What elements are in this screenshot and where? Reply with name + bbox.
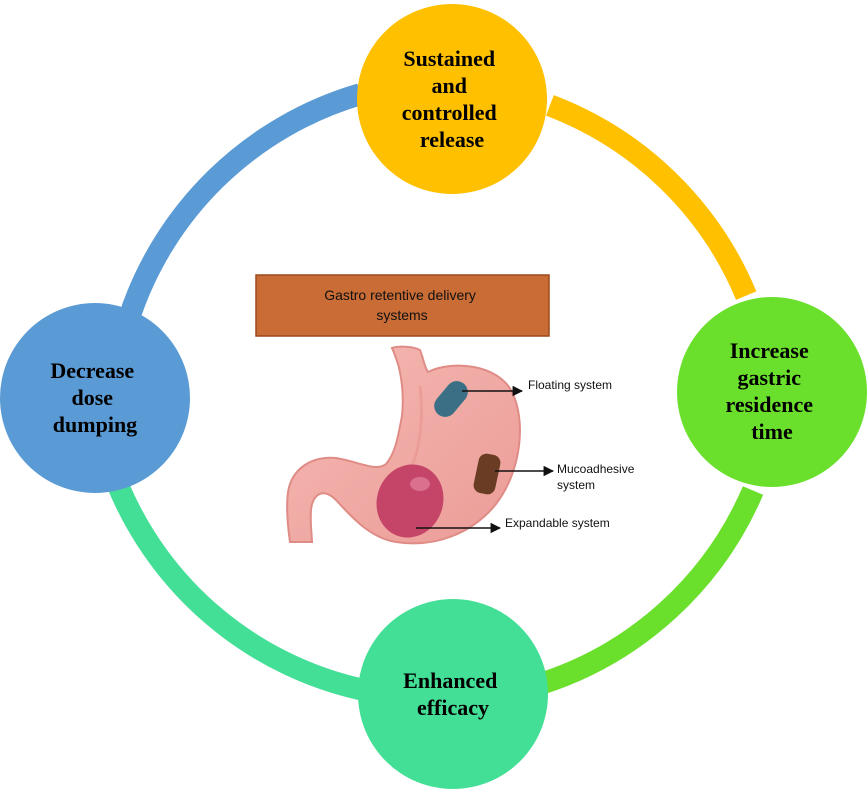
node-right-line: gastric <box>737 365 801 390</box>
svg-text:Enhanced efficacy: Enhanced efficacy <box>403 668 503 720</box>
node-bottom-line: Enhanced <box>403 668 497 693</box>
svg-text:Mucoadhesive system: Mucoadhesive system <box>557 462 638 492</box>
node-sustained-controlled-release: Sustained and controlled release <box>357 4 547 194</box>
node-right-circle <box>677 297 867 487</box>
callout-label: system <box>557 478 595 492</box>
floating-system-pill <box>434 381 468 417</box>
node-right-line: residence <box>725 392 813 417</box>
node-left-line: dose <box>71 385 113 410</box>
node-left-line: dumping <box>53 412 137 437</box>
callout-expandable-system: Expandable system <box>416 516 610 534</box>
expandable-system-highlight <box>410 477 430 491</box>
callout-label: Expandable system <box>505 516 610 530</box>
svg-text:Sustained and cont: Sustained and controlled release <box>402 46 502 152</box>
node-top-line: and <box>432 73 467 98</box>
ring-arc-top-to-right <box>545 95 757 300</box>
title-box-rect <box>255 274 550 337</box>
node-top-circle <box>357 4 547 194</box>
node-top-line: release <box>420 127 485 152</box>
center-title-box: Gastro retentive delivery systems <box>255 274 550 337</box>
ring-arc-bottom-to-left <box>107 480 366 701</box>
ring-arc-left-to-top <box>118 83 364 324</box>
node-left-line: Decrease <box>50 358 134 383</box>
svg-text:Decrease dose dump: Decrease dose dumping <box>50 358 139 437</box>
svg-text:Increase gastric r: Increase gastric residence time <box>725 338 818 444</box>
node-increase-gastric-residence-time: Increase gastric residence time <box>677 297 867 487</box>
title-line: systems <box>376 307 427 323</box>
svg-text:Expandable system: Expandable system <box>505 516 610 530</box>
callout-label: Floating system <box>528 378 612 392</box>
node-left-circle <box>0 303 190 493</box>
mucoadhesive-system-pill <box>473 453 501 495</box>
callout-label: Mucoadhesive <box>557 462 635 476</box>
svg-text:Gastro retentive delivery: Gastro retentive delivery systems <box>324 287 480 323</box>
node-top-line: Sustained <box>403 46 495 71</box>
node-right-line: time <box>751 419 793 444</box>
stomach-illustration <box>286 345 521 545</box>
callout-floating-system: Floating system <box>462 378 612 397</box>
node-bottom-line: efficacy <box>417 695 489 720</box>
callout-mucoadhesive-system: Mucoadhesive system <box>495 462 638 492</box>
cycle-ring <box>107 83 764 701</box>
node-right-line: Increase <box>730 338 809 363</box>
svg-text:Floating system: Floating system <box>528 378 612 392</box>
node-decrease-dose-dumping: Decrease dose dumping <box>0 303 190 493</box>
ring-arc-right-to-bottom <box>538 486 764 694</box>
node-top-line: controlled <box>402 100 497 125</box>
node-bottom-circle <box>358 599 548 789</box>
node-enhanced-efficacy: Enhanced efficacy <box>358 599 548 789</box>
title-line: Gastro retentive delivery <box>324 287 476 303</box>
